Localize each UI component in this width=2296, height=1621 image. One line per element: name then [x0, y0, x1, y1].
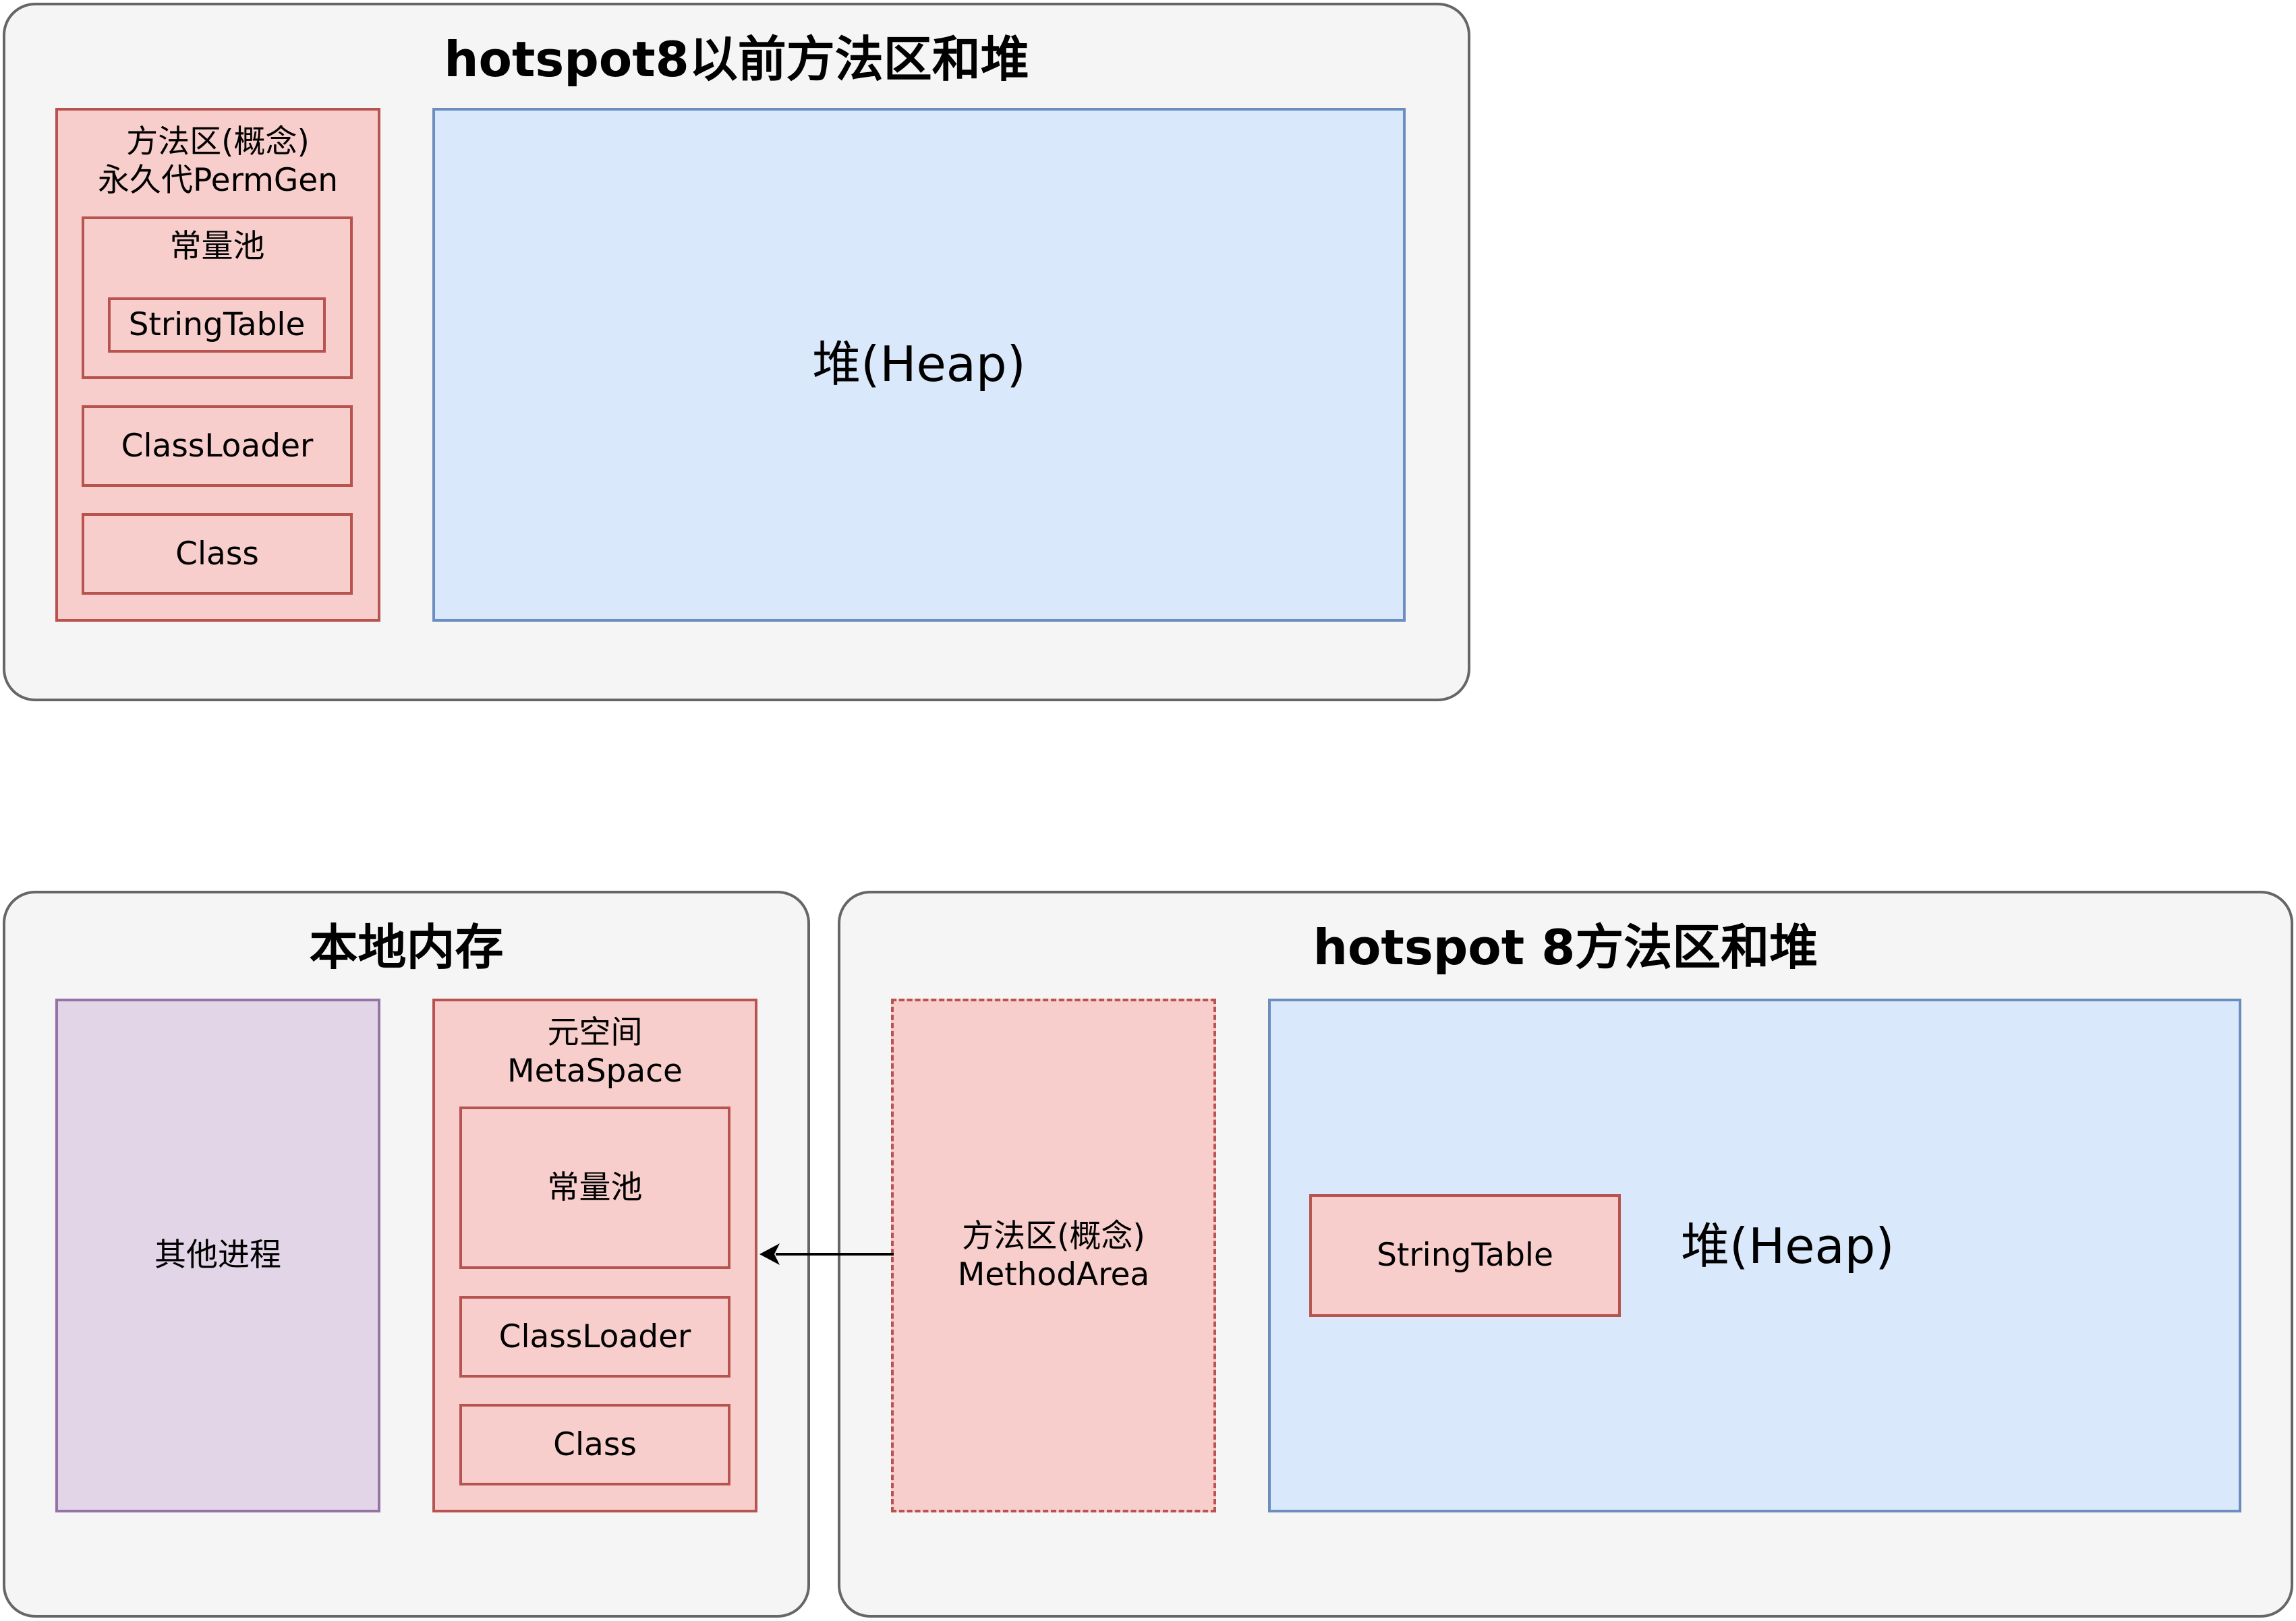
- permgen-constant-pool-label: 常量池: [169, 228, 265, 265]
- metaspace-constant-pool[interactable]: 常量池: [459, 1107, 730, 1269]
- metaspace-label-line2: MetaSpace: [507, 1053, 683, 1090]
- native-memory-panel-title: 本地内存: [309, 919, 504, 976]
- method-area-to-metaspace-arrow: [759, 1243, 894, 1265]
- permgen-label-line2: 永久代PermGen: [98, 162, 338, 200]
- permgen-string-table[interactable]: StringTable: [108, 297, 326, 353]
- permgen-class-loader[interactable]: ClassLoader: [82, 405, 353, 487]
- other-process-block[interactable]: 其他进程: [55, 999, 380, 1512]
- permgen-label-line1: 方法区(概念): [126, 123, 310, 160]
- permgen-class[interactable]: Class: [82, 513, 353, 595]
- metaspace-label-line1: 元空间: [547, 1014, 643, 1051]
- pre-hotspot8-panel-title: hotspot8以前方法区和堆: [444, 31, 1029, 88]
- hotspot8-panel-title: hotspot 8方法区和堆: [1313, 919, 1818, 976]
- hotspot8-heap-label: 堆(Heap): [1681, 1218, 1895, 1274]
- hotspot8-string-table[interactable]: StringTable: [1309, 1194, 1621, 1317]
- hotspot8-method-area[interactable]: 方法区(概念) MethodArea: [891, 999, 1216, 1512]
- metaspace-class[interactable]: Class: [459, 1404, 730, 1485]
- permgen-label: 方法区(概念) 永久代PermGen: [58, 123, 378, 200]
- hotspot8-method-area-line1: 方法区(概念): [962, 1217, 1145, 1255]
- pre-hotspot8-heap[interactable]: 堆(Heap): [432, 108, 1406, 622]
- hotspot8-method-area-line2: MethodArea: [957, 1256, 1150, 1293]
- metaspace-label: 元空间 MetaSpace: [435, 1013, 755, 1091]
- metaspace-class-loader[interactable]: ClassLoader: [459, 1296, 730, 1378]
